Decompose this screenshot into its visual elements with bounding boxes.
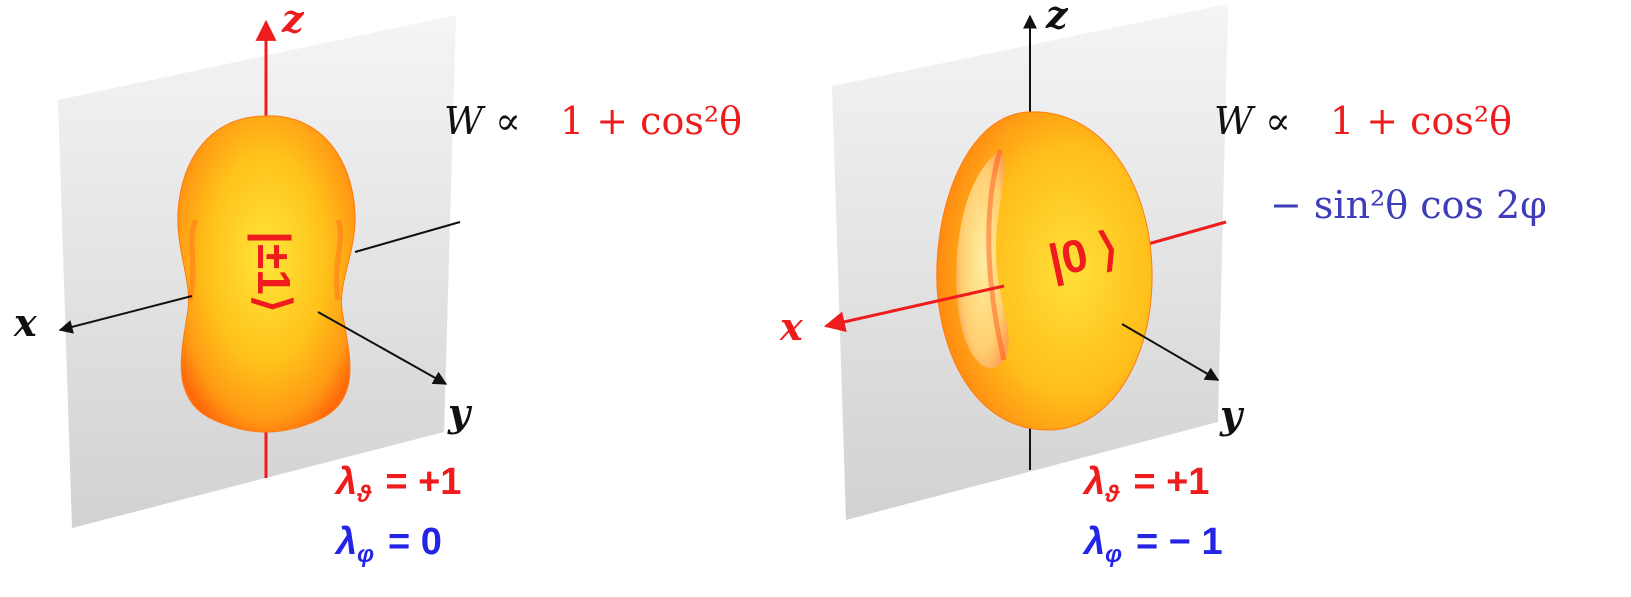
- left-x-axis: [58, 295, 193, 334]
- right-lambda-phi: λφ = − 1: [1082, 521, 1223, 568]
- left-lambda-phi-value: = 0: [388, 521, 442, 563]
- right-lambda-theta-sub: ϑ: [1104, 481, 1120, 508]
- left-x-axis-label: x: [13, 300, 38, 345]
- left-lambda-phi-sub: φ: [357, 541, 374, 568]
- right-formula-line1: 1 + cos²θ: [1330, 99, 1512, 143]
- right-lambda-theta-value: = +1: [1133, 461, 1209, 503]
- right-panel: |0 ⟩ z x y W ∝ 1 + cos²θ − sin²θ cos 2φ …: [779, 0, 1547, 568]
- left-y-axis: [317, 311, 448, 385]
- left-lambda-theta: λϑ = +1: [334, 461, 461, 508]
- left-y-axis-back: [354, 221, 461, 253]
- right-torus-rim-shading: [986, 149, 1007, 361]
- right-x-axis-back: [1147, 220, 1227, 246]
- left-lambda-theta-value: = +1: [385, 461, 461, 503]
- right-y-axis-label: y: [1219, 392, 1245, 437]
- left-panel: |±1⟩ z x y W ∝ 1 + cos²θ λϑ= +1 λφ= 0: [13, 0, 742, 568]
- left-lambda-phi: λφ = 0: [334, 521, 442, 568]
- left-lambda-theta-symbol: λ: [334, 461, 357, 503]
- left-shape-waist-shading: [187, 218, 343, 301]
- left-formula-line1: 1 + cos²θ: [560, 99, 742, 143]
- left-lambda-theta-sub: ϑ: [356, 481, 372, 508]
- left-angular-distribution-shape: [177, 115, 356, 433]
- left-state-label: |±1⟩: [248, 231, 300, 313]
- right-lambda-theta: λϑ = +1: [1082, 461, 1209, 508]
- right-formula-prefix: W ∝: [1214, 99, 1291, 143]
- right-y-axis: [1121, 323, 1220, 381]
- left-y-axis-label: y: [447, 390, 473, 435]
- right-x-axis: [823, 284, 1005, 333]
- left-z-axis-label: z: [281, 0, 305, 41]
- right-lambda-phi-sub: φ: [1105, 541, 1122, 568]
- left-formula-prefix: W ∝: [444, 99, 521, 143]
- right-formula-line2: − sin²θ cos 2φ: [1270, 183, 1547, 227]
- right-torus-inner-hole: [956, 150, 1009, 369]
- right-z-axis-label: z: [1045, 0, 1069, 37]
- right-lambda-phi-value: = − 1: [1136, 521, 1223, 563]
- right-x-axis-label: x: [779, 304, 804, 349]
- left-lambda-phi-symbol: λ: [334, 521, 357, 563]
- right-lambda-phi-symbol: λ: [1082, 521, 1105, 563]
- right-lambda-theta-symbol: λ: [1082, 461, 1105, 503]
